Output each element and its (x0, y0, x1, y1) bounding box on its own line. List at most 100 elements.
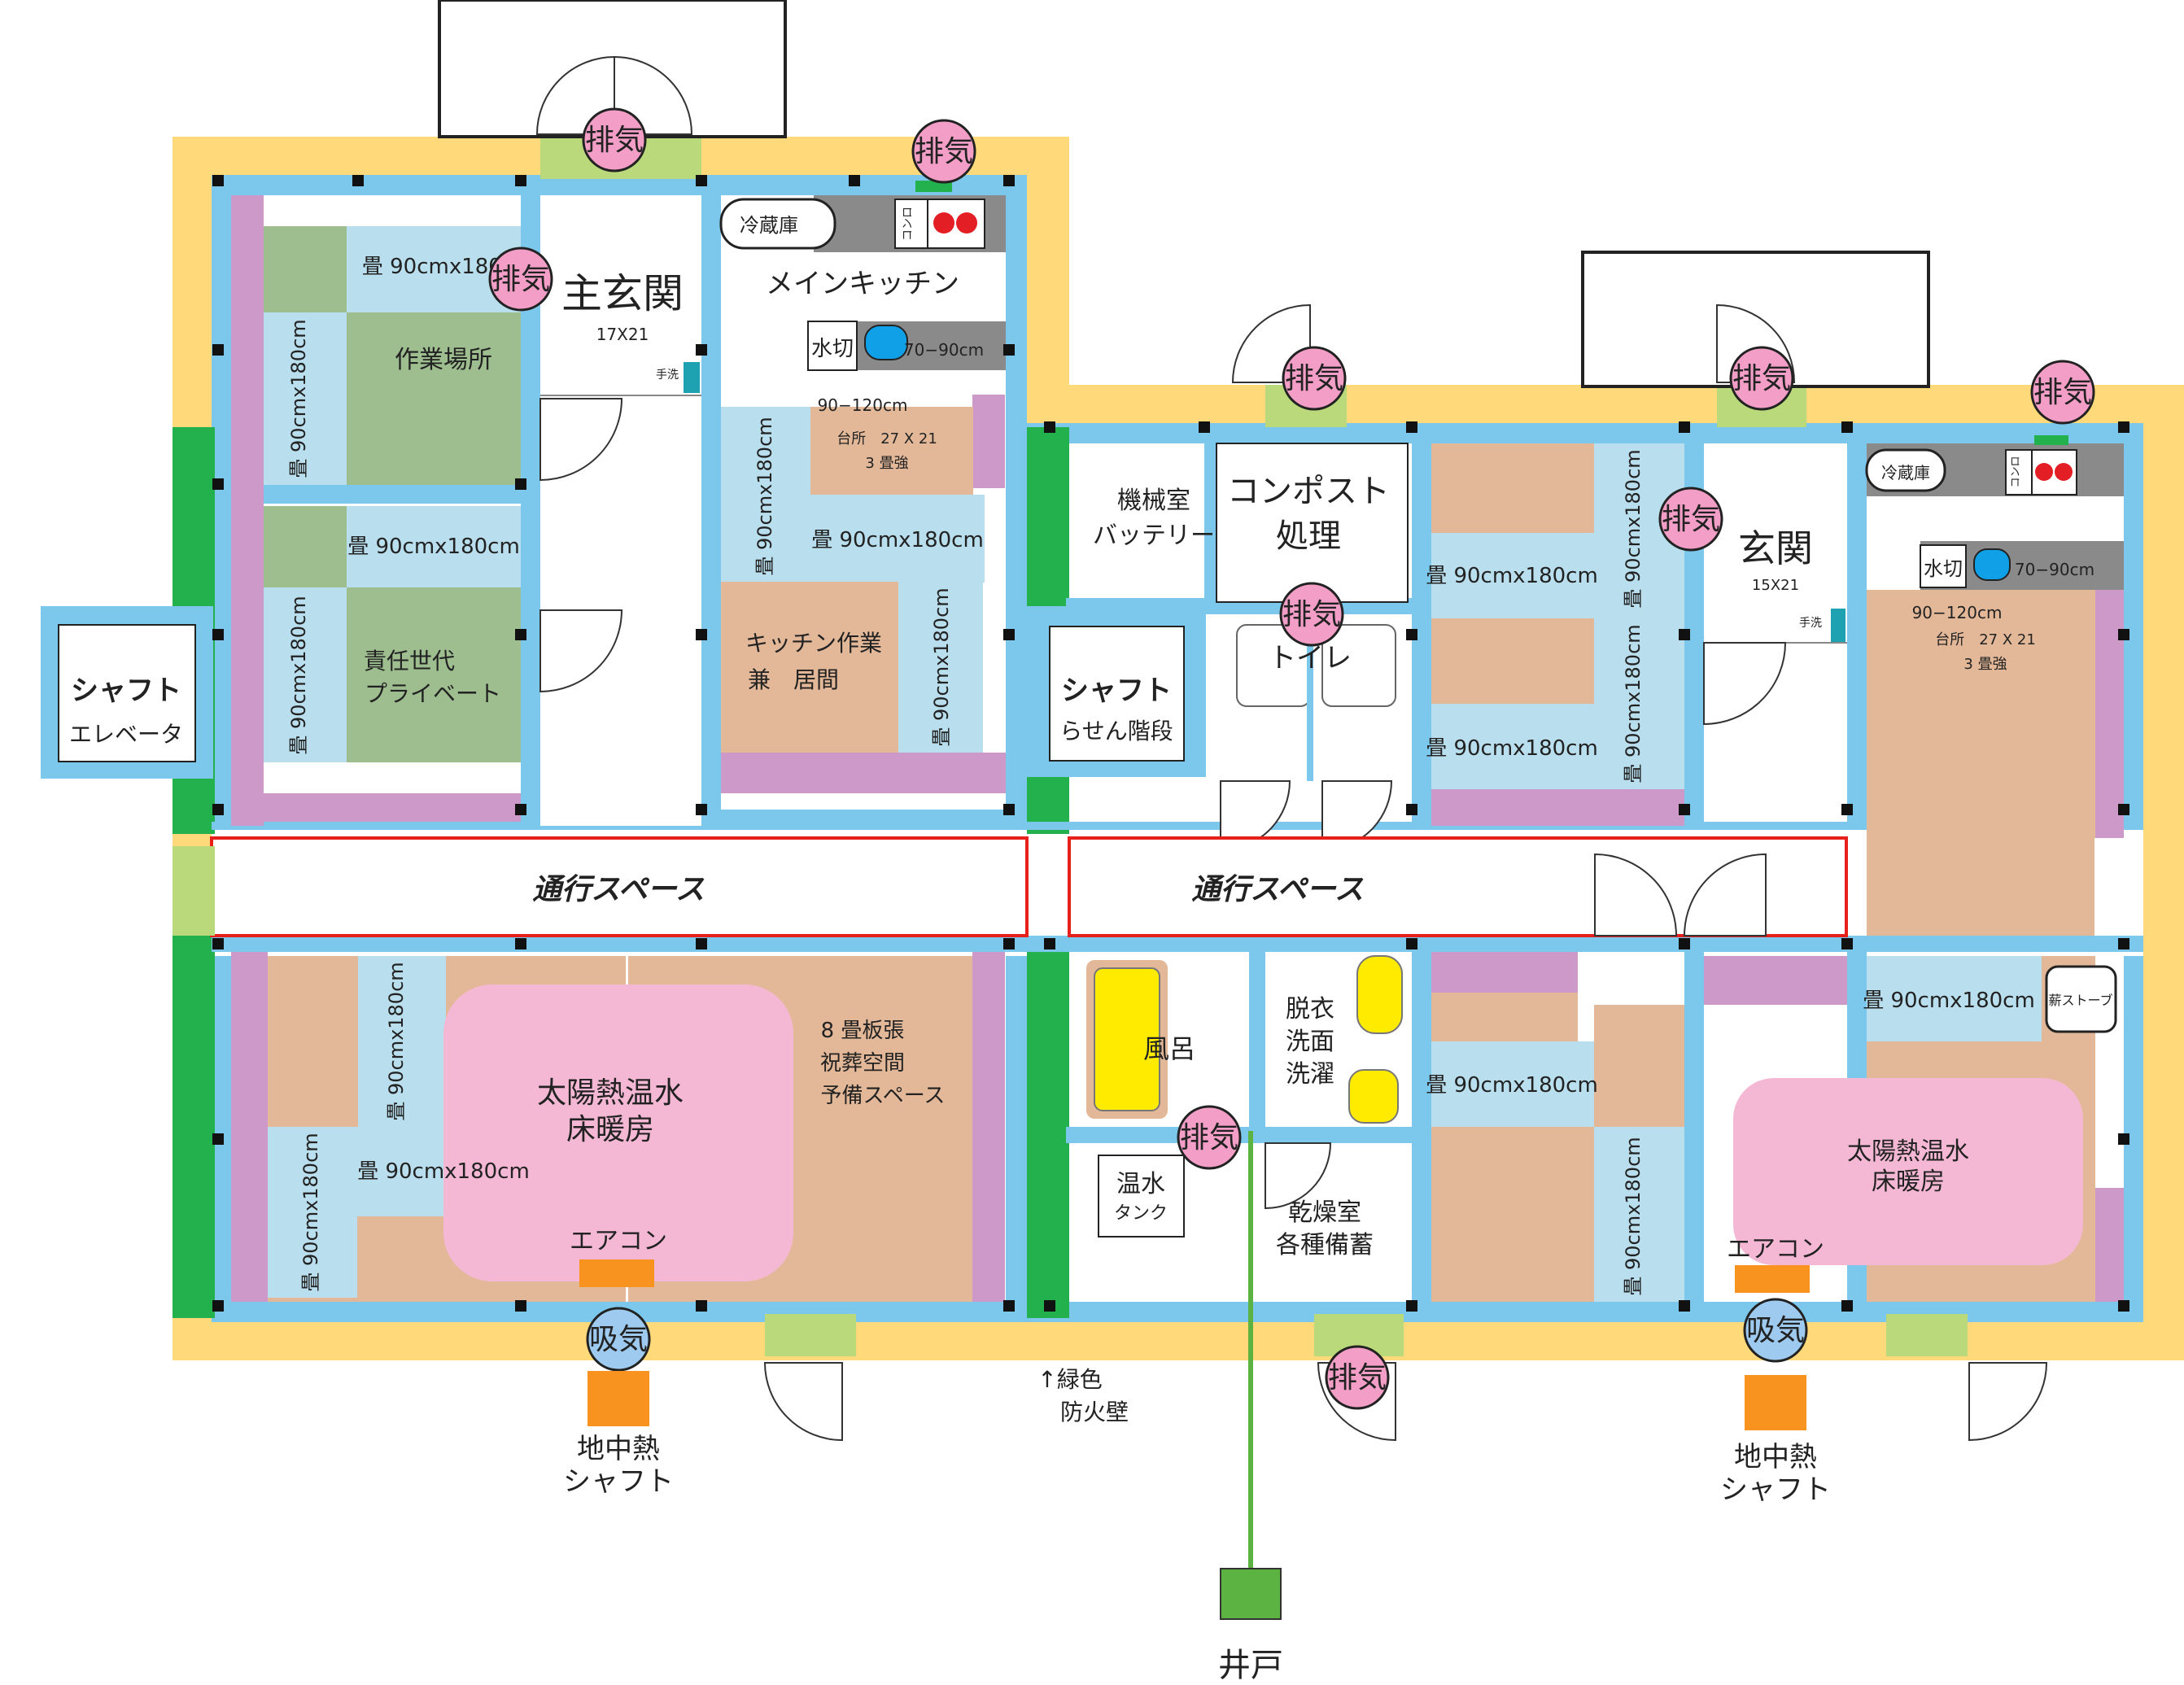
geo-east-1: 地中熱 (1734, 1441, 1817, 1473)
exhaust-3 (488, 247, 553, 312)
closet-east-room (1431, 789, 1684, 826)
partition-east-c (1847, 443, 1867, 826)
fire-wall-center-bottom (1027, 936, 1069, 1318)
burner-2 (956, 212, 977, 234)
exhaust-3-label: 排気 (491, 263, 550, 296)
exhaust-9-label: 排気 (1180, 1121, 1238, 1155)
post-24 (1841, 421, 1853, 433)
stove-box (894, 199, 928, 249)
geo-shaft-east (1745, 1375, 1806, 1430)
east-low-wood-3 (1594, 1005, 1684, 1127)
geo-shaft-west (587, 1371, 649, 1426)
tatami-label-13: 畳 90cmx180cm (299, 1133, 322, 1291)
tatami-green-1 (264, 226, 347, 312)
post-12 (515, 629, 526, 640)
post-16 (696, 804, 707, 815)
dressing-2: 洗面 (1286, 1028, 1334, 1056)
post-42 (1044, 938, 1055, 949)
kitchen-living-wood (721, 582, 898, 753)
corridor-door-2 (1683, 853, 1767, 936)
post-8 (212, 478, 224, 490)
exhaust-5-label: 排気 (1732, 362, 1791, 395)
corridor-west (210, 836, 1029, 937)
post-32 (1841, 804, 1853, 815)
tatami-label-2: 畳 90cmx180cm (287, 319, 310, 478)
tatami-top-v (264, 312, 347, 485)
exhaust-7 (1658, 487, 1723, 552)
east-low-tatami-top (1867, 956, 2042, 1041)
corridor-door-1 (1594, 853, 1678, 936)
entrance-door (1703, 642, 1787, 726)
east-stove-box (2005, 449, 2033, 495)
tatami-label-7: 畳 90cmx180cm (930, 587, 953, 746)
intake-east-label: 吸気 (1746, 1314, 1805, 1347)
post-29 (1679, 629, 1690, 640)
washer-1 (1356, 955, 1403, 1034)
outer-wall-east-top (1025, 385, 2184, 427)
washer-2 (1348, 1069, 1399, 1124)
shaft-stairs-2: らせん階段 (1059, 718, 1173, 744)
intake-west-label: 吸気 (589, 1323, 648, 1356)
west-low-tatami-v1 (358, 956, 446, 1127)
east-low-tatami-v (1594, 1127, 1684, 1302)
post-1 (212, 175, 224, 186)
east-low-tatami-1 (1431, 1041, 1594, 1127)
post-11 (515, 478, 526, 490)
private-line1: 責任世代 (364, 648, 455, 674)
storage-1: 乾燥室 (1288, 1198, 1361, 1227)
post-50 (1841, 1300, 1853, 1312)
post-39 (515, 1300, 526, 1312)
east-fridge (1865, 448, 1946, 492)
dressing-1: 脱衣 (1286, 995, 1334, 1024)
shaft-elevator-1: シャフト (71, 674, 181, 707)
stove-label: コンロ (902, 207, 915, 241)
partition-kitchen-left (701, 195, 721, 826)
post-17 (1003, 344, 1015, 356)
shaft-stairs-1: シャフト (1061, 674, 1172, 707)
tatami-label-16: 畳 90cmx180cm (1622, 1137, 1645, 1295)
exhaust-1-label: 排気 (585, 124, 644, 157)
main-entrance-door-b (539, 609, 623, 693)
post-30 (1406, 804, 1417, 815)
geo-west-1: 地中熱 (577, 1433, 660, 1465)
wood-room-1: 8 畳板張 (821, 1019, 905, 1043)
east-kitchen-dims-3: 3 畳強 (1963, 656, 2007, 673)
post-52 (2118, 1133, 2129, 1145)
tatami-mid-h (347, 506, 521, 587)
entrance-sink (1831, 609, 1845, 643)
partition-west-mid (231, 484, 521, 504)
post-38 (212, 1300, 224, 1312)
solar-floor-heating-west (443, 984, 793, 1281)
post-5 (849, 175, 860, 186)
west-low-tatami-v2 (268, 1127, 357, 1298)
post-22 (1406, 421, 1417, 433)
aircon-west-label: エアコン (570, 1227, 667, 1255)
east-burner-1 (2035, 463, 2053, 481)
window-2 (765, 1314, 856, 1356)
post-43 (1406, 938, 1417, 949)
tatami-label-3: 畳 90cmx180cm (347, 535, 520, 559)
east-room-tatami-1 (1431, 533, 1594, 618)
east-room-tatami-v2 (1594, 618, 1684, 789)
window-7 (173, 846, 215, 936)
drain-box (807, 321, 858, 371)
entrance-size: 15X21 (1752, 577, 1799, 594)
kitchen-floor-tatami2 (810, 495, 985, 583)
exhaust-8 (1279, 582, 1344, 647)
post-26 (2118, 629, 2129, 640)
shaft-elevator-2: エレベータ (69, 721, 183, 748)
tank-1: 温水 (1116, 1170, 1165, 1198)
sink-bowl (864, 325, 908, 360)
post-7 (212, 344, 224, 356)
closet-east-bottom-right (2095, 1188, 2124, 1302)
wood-stove-label: 薪ストーブ (2048, 993, 2112, 1008)
geo-east-2: シャフト (1720, 1473, 1831, 1506)
bath-label: 風呂 (1143, 1033, 1195, 1064)
kitchen-living-1: キッチン作業 (745, 630, 882, 657)
tatami-green-3 (264, 506, 347, 587)
kitchen-dims-3: 3 畳強 (865, 455, 908, 472)
exhaust-4-label: 排気 (1285, 362, 1343, 395)
tatami-label-1: 畳 90cmx180c (362, 255, 513, 279)
fire-wall-west-bottom (173, 936, 215, 1318)
